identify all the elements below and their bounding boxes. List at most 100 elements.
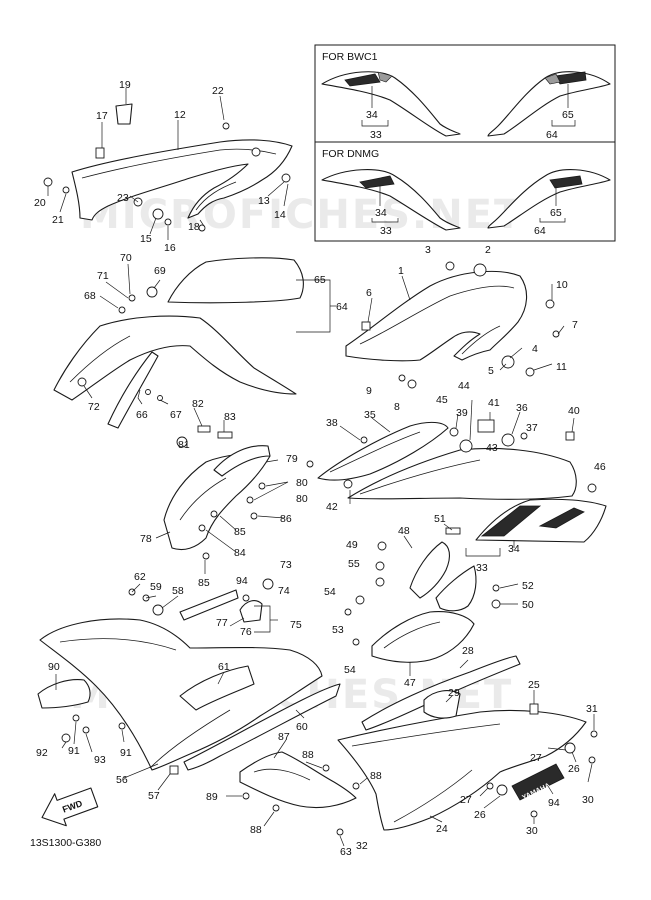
part-35-middle-fairing (317, 421, 449, 481)
part-label: 83 (224, 411, 236, 423)
part-94-decal-strip (179, 589, 239, 621)
part-label: 23 (117, 192, 129, 204)
label-65-bwc1: 65 (562, 109, 574, 121)
part-label: 33 (476, 562, 488, 574)
part-label: 31 (586, 703, 598, 715)
part-label: 93 (94, 754, 106, 766)
label-65-dnmg: 65 (550, 207, 562, 219)
part-label: 15 (140, 233, 152, 245)
part-label: 60 (296, 721, 308, 733)
part-label: 25 (528, 679, 540, 691)
inset-dnmg-right-panel (487, 169, 611, 229)
inset-title-bwc1: FOR BWC1 (322, 51, 378, 63)
label-33-dnmg: 33 (380, 225, 392, 237)
part-label: 91 (68, 745, 80, 757)
inset-title-dnmg: FOR DNMG (322, 148, 379, 160)
part-label: 30 (526, 825, 538, 837)
part-label: 92 (36, 747, 48, 759)
part-65-windshield-film (167, 257, 304, 304)
part-78-bracket-assembly (163, 425, 271, 551)
part-label: 85 (198, 577, 210, 589)
part-label: 5 (488, 365, 494, 377)
part-label: 91 (120, 747, 132, 759)
part-label: 22 (212, 85, 224, 97)
part-label: 7 (572, 319, 578, 331)
label-64-dnmg: 64 (534, 225, 546, 237)
part-label: 21 (52, 214, 64, 226)
fasteners-part-78 (176, 436, 266, 560)
part-label: 62 (134, 571, 146, 583)
label-34-bwc1: 34 (366, 109, 378, 121)
part-90-lower-panel (37, 679, 91, 709)
part-label: 74 (278, 585, 290, 597)
inset-bwc1-left-panel (321, 71, 461, 137)
part-label: 18 (188, 221, 200, 233)
part-label: 50 (522, 599, 534, 611)
fasteners-part-1 (398, 261, 560, 389)
part-label: 52 (522, 580, 534, 592)
part-label: 16 (164, 242, 176, 254)
part-66-inner-panel (53, 315, 297, 429)
inset-dnmg-left-panel (321, 169, 461, 231)
part-label: 82 (192, 398, 204, 410)
part-label: 70 (120, 252, 132, 264)
part-label: 80 (296, 493, 308, 505)
part-label: 53 (332, 624, 344, 636)
part-label: 40 (568, 405, 580, 417)
part-label: 46 (594, 461, 606, 473)
part-56-lower-left-cowl (39, 618, 323, 771)
inset-box-frame (314, 44, 616, 242)
part-label: 14 (274, 209, 286, 221)
part-label: 37 (526, 422, 538, 434)
part-87-lower-center-panel (239, 751, 357, 809)
part-label: 39 (456, 407, 468, 419)
part-label: 58 (172, 585, 184, 597)
part-label: 64 (336, 301, 348, 313)
part-label: 59 (150, 581, 162, 593)
part-label: 12 (174, 109, 186, 121)
part-label: 89 (206, 791, 218, 803)
part-label: 80 (296, 477, 308, 489)
part-label: 84 (234, 547, 246, 559)
part-label: 26 (568, 763, 580, 775)
part-number-labels: 1 2 3 4 5 6 7 8 9 10 11 12 13 14 15 16 1… (34, 79, 606, 858)
part-label: 87 (278, 731, 290, 743)
part-label: 55 (348, 558, 360, 570)
inset-bwc1-right-panel (487, 71, 611, 137)
part-label: 75 (290, 619, 302, 631)
part-1-side-cowling (345, 270, 528, 362)
part-label: 51 (434, 513, 446, 525)
fasteners-part-47 (344, 541, 501, 646)
fasteners-part-12 (43, 122, 291, 232)
fasteners-part-66 (77, 286, 163, 401)
part-label: 42 (326, 501, 338, 513)
part-label: 3 (425, 244, 431, 256)
fasteners-part-87 (242, 764, 360, 836)
part-label: 4 (532, 343, 538, 355)
part-label: 57 (148, 790, 160, 802)
part-label: 28 (462, 645, 474, 657)
part-label: 88 (250, 824, 262, 836)
part-label: 72 (88, 401, 100, 413)
fasteners-part-33 (306, 419, 597, 493)
part-label: 2 (485, 244, 491, 256)
part-label: 81 (178, 439, 190, 451)
part-label: 6 (366, 287, 372, 299)
part-label: 10 (556, 279, 568, 291)
part-label: 9 (366, 385, 372, 397)
part-label: 38 (326, 417, 338, 429)
part-label: 69 (154, 265, 166, 277)
part-label: 45 (436, 394, 448, 406)
part-label: 90 (48, 661, 60, 673)
part-label: 85 (234, 526, 246, 538)
part-label: 48 (398, 525, 410, 537)
part-33-lower-side-fairing (347, 447, 607, 543)
part-label: 35 (364, 409, 376, 421)
diagram-code: 13S1300-G380 (30, 837, 101, 849)
part-label: 79 (286, 453, 298, 465)
label-34-dnmg: 34 (375, 207, 387, 219)
part-label: 65 (314, 274, 326, 286)
part-label: 27 (530, 752, 542, 764)
part-label: 32 (356, 840, 368, 852)
